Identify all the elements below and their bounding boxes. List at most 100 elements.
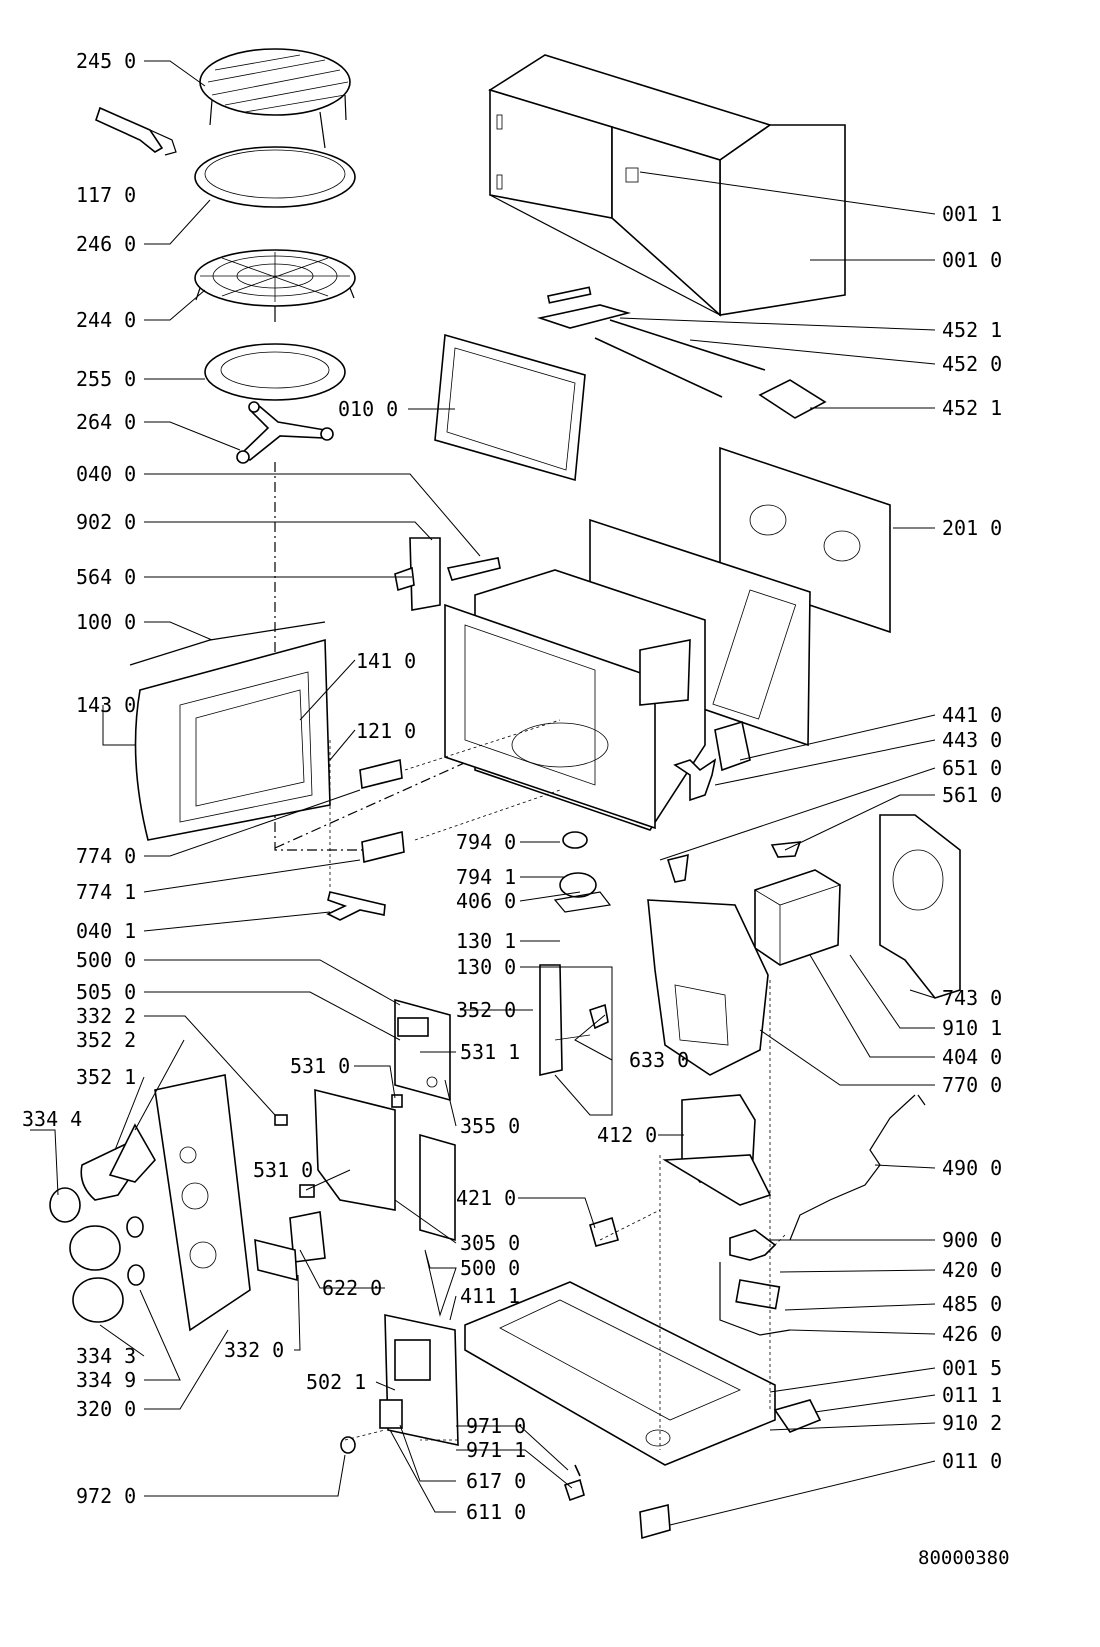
part-label-500-0b: 500 0 — [460, 1256, 520, 1280]
part-label-141-0: 141 0 — [356, 649, 416, 673]
part-label-040-0: 040 0 — [76, 462, 136, 486]
part-label-406-0: 406 0 — [456, 889, 516, 913]
part-label-633-0: 633 0 — [629, 1048, 689, 1072]
oven-cavity-part — [444, 518, 811, 831]
board-bracket-part — [314, 1088, 396, 1211]
door-assembly-part — [129, 621, 331, 841]
turntable-motor-part — [553, 831, 612, 913]
part-label-443-0: 443 0 — [942, 728, 1002, 752]
part-label-910-1: 910 1 — [942, 1016, 1002, 1040]
display-board-part — [394, 998, 451, 1102]
part-label-900-0: 900 0 — [942, 1228, 1002, 1252]
part-label-130-0: 130 0 — [456, 955, 516, 979]
switch-assembly-part — [539, 964, 609, 1077]
part-label-040-1: 040 1 — [76, 919, 136, 943]
turntable-glass-part — [204, 343, 346, 401]
part-label-622-0: 622 0 — [322, 1276, 382, 1300]
part-label-352-2: 352 2 — [76, 1028, 136, 1052]
part-label-490-0: 490 0 — [942, 1156, 1002, 1180]
part-label-334-3: 334 3 — [76, 1344, 136, 1368]
part-label-100-0: 100 0 — [76, 610, 136, 634]
power-cord-part — [789, 1094, 926, 1241]
part-label-420-0: 420 0 — [942, 1258, 1002, 1282]
part-label-255-0: 255 0 — [76, 367, 136, 391]
part-label-010-0: 010 0 — [338, 397, 398, 421]
part-label-411-1: 411 1 — [460, 1284, 520, 1308]
outer-casing-part — [488, 54, 846, 317]
spring-part — [563, 1464, 585, 1502]
part-label-502-1: 502 1 — [306, 1370, 366, 1394]
part-label-001-0: 001 0 — [942, 248, 1002, 272]
part-label-770-0: 770 0 — [942, 1073, 1002, 1097]
base-plate-part — [464, 1281, 776, 1466]
thermal-cutout-part — [589, 1216, 619, 1247]
part-label-334-9: 334 9 — [76, 1368, 136, 1392]
part-labels: 245 0 117 0 246 0 244 0 255 0 264 0 040 … — [22, 49, 1010, 1569]
part-label-426-0: 426 0 — [942, 1322, 1002, 1346]
part-label-531-0a: 531 0 — [290, 1054, 350, 1078]
crisp-plate-part — [194, 146, 356, 208]
part-label-305-0: 305 0 — [460, 1231, 520, 1255]
part-label-011-0: 011 0 — [942, 1449, 1002, 1473]
handle-part — [95, 106, 177, 156]
part-label-332-2: 332 2 — [76, 1004, 136, 1028]
leader-lines — [30, 60, 936, 1526]
small-switch-parts — [254, 1094, 403, 1282]
part-label-485-0: 485 0 — [942, 1292, 1002, 1316]
part-label-794-1: 794 1 — [456, 865, 516, 889]
transformer-part — [754, 869, 841, 966]
grill-rack-part — [199, 48, 351, 149]
rails-part — [536, 286, 827, 419]
part-label-352-0: 352 0 — [456, 998, 516, 1022]
air-guide-part — [879, 814, 961, 999]
support-rack-part — [194, 249, 356, 322]
part-label-334-4: 334 4 — [22, 1107, 82, 1131]
seal-frame-part — [434, 333, 586, 482]
part-label-011-1: 011 1 — [942, 1383, 1002, 1407]
part-label-452-1b: 452 1 — [942, 396, 1002, 420]
diagram-reference-number: 80000380 — [918, 1547, 1010, 1569]
part-label-245-0: 245 0 — [76, 49, 136, 73]
key-part — [326, 891, 386, 921]
knobs-part — [49, 1123, 156, 1323]
part-label-611-0: 611 0 — [466, 1500, 526, 1524]
part-label-355-0: 355 0 — [460, 1114, 520, 1138]
part-label-500-0a: 500 0 — [76, 948, 136, 972]
part-label-561-0: 561 0 — [942, 783, 1002, 807]
part-label-910-2: 910 2 — [942, 1411, 1002, 1435]
part-label-452-1a: 452 1 — [942, 318, 1002, 342]
roller-support-part — [236, 401, 334, 464]
part-label-441-0: 441 0 — [942, 703, 1002, 727]
part-label-246-0: 246 0 — [76, 232, 136, 256]
part-label-774-1: 774 1 — [76, 880, 136, 904]
small-brackets-part — [394, 537, 501, 611]
part-label-332-0: 332 0 — [224, 1338, 284, 1362]
part-label-971-0: 971 0 — [466, 1414, 526, 1438]
power-board-part — [379, 1314, 459, 1446]
part-label-244-0: 244 0 — [76, 308, 136, 332]
part-label-320-0: 320 0 — [76, 1397, 136, 1421]
part-label-412-0: 412 0 — [597, 1123, 657, 1147]
part-label-121-0: 121 0 — [356, 719, 416, 743]
part-label-743-0: 743 0 — [942, 986, 1002, 1010]
part-label-404-0: 404 0 — [942, 1045, 1002, 1069]
part-label-531-0b: 531 0 — [253, 1158, 313, 1182]
part-label-264-0: 264 0 — [76, 410, 136, 434]
fuse-part — [340, 1436, 356, 1454]
part-label-902-0: 902 0 — [76, 510, 136, 534]
small-transformer-part — [662, 1094, 772, 1206]
part-label-794-0: 794 0 — [456, 830, 516, 854]
part-label-972-0: 972 0 — [76, 1484, 136, 1508]
part-label-452-0: 452 0 — [942, 352, 1002, 376]
part-label-201-0: 201 0 — [942, 516, 1002, 540]
part-label-001-5: 001 5 — [942, 1356, 1002, 1380]
part-drawings — [49, 48, 961, 1540]
feet-part — [639, 1399, 822, 1540]
lamp-part — [666, 853, 689, 883]
part-label-617-0: 617 0 — [466, 1469, 526, 1493]
part-label-774-0: 774 0 — [76, 844, 136, 868]
part-label-421-0: 421 0 — [456, 1186, 516, 1210]
part-label-651-0: 651 0 — [942, 756, 1002, 780]
part-label-117-0: 117 0 — [76, 183, 136, 207]
part-label-505-0: 505 0 — [76, 980, 136, 1004]
